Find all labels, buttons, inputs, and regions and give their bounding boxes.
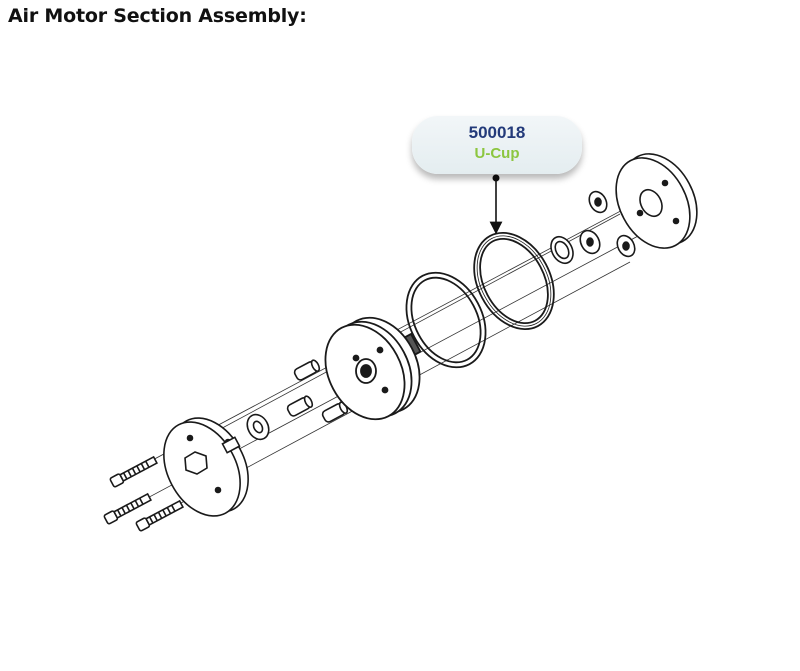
cap-screws	[103, 455, 184, 532]
cap-screw	[135, 499, 184, 532]
spacer-pin	[293, 359, 321, 381]
part-name-label: U-Cup	[474, 145, 520, 162]
u-cup-seal	[473, 232, 555, 330]
cap-screw	[109, 455, 158, 488]
callout-leader	[489, 174, 503, 235]
top-end-plate	[615, 153, 698, 249]
page-title: Air Motor Section Assembly:	[8, 5, 307, 27]
cap-screw	[103, 492, 152, 525]
o-ring	[405, 271, 487, 369]
small-seals	[550, 190, 636, 265]
part-number-label: 500018	[468, 123, 526, 142]
spacer-pins	[286, 359, 349, 423]
part-callout: 500018 U-Cup	[412, 116, 582, 174]
piston-assembly	[324, 316, 422, 421]
washer	[246, 413, 270, 441]
bottom-end-plate	[163, 417, 249, 517]
spacer-pin	[321, 401, 349, 423]
spacer-pin	[286, 395, 314, 417]
